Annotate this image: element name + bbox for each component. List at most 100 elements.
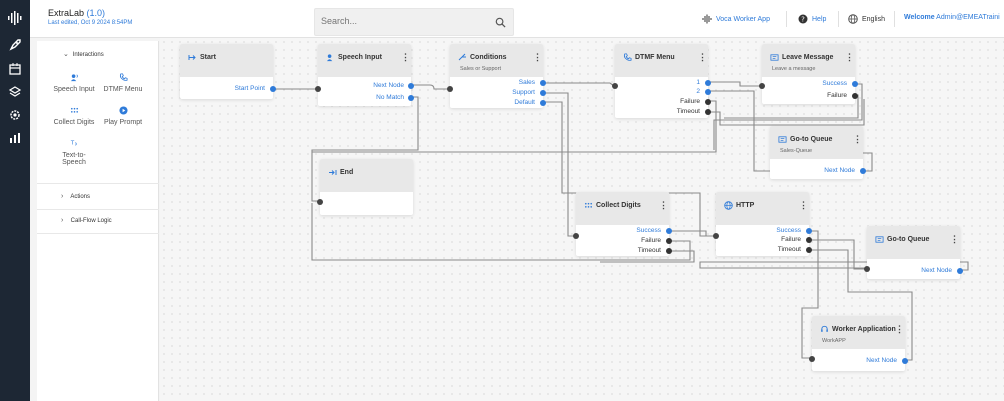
output-port[interactable] [270,86,276,92]
bar-chart-icon[interactable] [8,131,22,145]
palette-item-collect-digits[interactable]: Collect Digits [51,106,97,126]
input-port[interactable] [759,83,765,89]
kebab-menu-icon[interactable]: ⋮ [853,134,862,144]
palette-item-dtmf-menu[interactable]: DTMF Menu [100,73,146,93]
kebab-menu-icon[interactable]: ⋮ [698,52,707,62]
node-goto-queue[interactable]: Go-to Queue ⋮ Next Node [864,226,963,279]
kebab-menu-icon[interactable]: ⋮ [950,234,959,244]
output-port[interactable] [860,168,866,174]
help-label: Help [812,15,827,23]
voca-worker-app-link[interactable]: Voca Worker App [702,14,770,24]
voca-logo-icon[interactable] [7,10,23,26]
kebab-menu-icon[interactable]: ⋮ [401,52,410,62]
node-header[interactable]: Leave Message Leave a message ⋮ [762,44,855,77]
user-menu[interactable]: Welcome Admin@EMEATraini [904,14,1000,21]
node-dtmf-menu[interactable]: DTMF Menu ⋮ 1 2 Failure Timeout [612,44,711,118]
output-port[interactable] [666,238,672,244]
output-port[interactable] [666,228,672,234]
kebab-menu-icon[interactable]: ⋮ [533,52,542,62]
node-collect-digits[interactable]: Collect Digits ⋮ Success Failure Timeout [573,192,672,256]
palette-item-label: Collect Digits [53,119,95,126]
input-port[interactable] [809,356,815,362]
node-header[interactable]: Go-to Queue Sales-Queue ⋮ [770,126,863,159]
node-header[interactable]: Collect Digits ⋮ [576,192,669,225]
kebab-menu-icon[interactable]: ⋮ [659,200,668,210]
input-port[interactable] [315,86,321,92]
kebab-menu-icon[interactable]: ⋮ [895,324,904,334]
input-port[interactable] [864,266,870,272]
output-port[interactable] [705,109,711,115]
input-port[interactable] [713,233,719,239]
output-port[interactable] [806,228,812,234]
output-port[interactable] [666,248,672,254]
node-start[interactable]: Start Start Point [180,44,276,99]
palette-item-speech-input[interactable]: Speech Input [51,73,97,93]
language-selector[interactable]: English [848,14,885,24]
calendar-icon[interactable] [8,62,22,76]
input-port[interactable] [573,233,579,239]
output-port[interactable] [408,95,414,101]
speech-input-icon [70,74,78,82]
search-box[interactable] [314,8,514,36]
node-end[interactable]: End [317,159,413,215]
globe-icon [724,201,733,210]
node-header[interactable]: Go-to Queue ⋮ [867,226,960,259]
node-header[interactable]: HTTP ⋮ [716,192,809,225]
output-port[interactable] [806,237,812,243]
output-port[interactable] [540,80,546,86]
output-port[interactable] [705,99,711,105]
speech-input-icon [326,54,333,62]
input-port[interactable] [447,86,453,92]
kebab-menu-icon[interactable]: ⋮ [799,200,808,210]
output-port[interactable] [408,83,414,89]
output-port[interactable] [705,89,711,95]
input-port[interactable] [317,199,323,205]
interactions-label: Interactions [72,52,104,58]
search-icon[interactable] [495,17,506,28]
node-http[interactable]: HTTP ⋮ Success Failure Timeout [713,192,812,256]
port-label: Next Node [866,357,897,364]
search-input[interactable] [321,16,491,26]
output-port[interactable] [705,80,711,86]
node-worker-application[interactable]: Worker Application WorkAPP ⋮ Next Node [809,316,908,371]
actions-section-toggle[interactable]: › Actions [61,193,183,200]
rocket-icon[interactable] [8,38,22,52]
keypad-icon [584,202,593,208]
play-icon [118,106,128,115]
node-header[interactable]: Speech Input ⋮ [318,44,411,77]
node-header[interactable]: DTMF Menu ⋮ [615,44,708,77]
node-subtitle: Sales-Queue [780,148,813,154]
output-port[interactable] [957,268,963,274]
output-port[interactable] [806,247,812,253]
help-link[interactable]: ? Help [798,14,826,24]
palette-item-text-to-speech[interactable]: T Text-to-Speech [51,139,97,166]
node-header[interactable]: End [320,159,413,192]
kebab-menu-icon[interactable]: ⋮ [845,52,854,62]
palette-item-play-prompt[interactable]: Play Prompt [100,106,146,126]
node-speech-input[interactable]: Speech Input ⋮ Next Node No Match [315,44,414,106]
node-title: Go-to Queue [790,136,833,143]
output-port[interactable] [852,93,858,99]
node-goto-queue-sales[interactable]: Go-to Queue Sales-Queue ⋮ Next Node [770,126,866,179]
port-label: Next Node [373,82,404,89]
node-title: Speech Input [338,54,382,61]
output-port[interactable] [902,358,908,364]
chevron-down-icon: ⌄ [63,51,69,58]
layers-icon[interactable] [8,85,22,99]
node-header[interactable]: Start [180,44,273,77]
output-port[interactable] [540,90,546,96]
node-conditions[interactable]: Conditions Sales or Support ⋮ Sales Supp… [447,44,546,108]
node-header[interactable]: Conditions Sales or Support ⋮ [450,44,543,77]
output-port[interactable] [540,100,546,106]
interactions-section-toggle[interactable]: ⌄ Interactions [63,50,185,58]
node-subtitle: Leave a message [772,66,816,72]
node-subtitle: WorkAPP [822,338,846,344]
queue-icon [875,236,884,243]
output-port[interactable] [852,81,858,87]
input-port[interactable] [612,83,618,89]
node-leave-message[interactable]: Leave Message Leave a message ⋮ Success … [759,44,858,104]
gear-icon[interactable] [8,108,22,122]
node-header[interactable]: Worker Application WorkAPP ⋮ [812,316,905,349]
call-flow-logic-section-toggle[interactable]: › Call-Flow Logic [61,217,183,224]
palette-item-label: DTMF Menu [103,86,143,93]
